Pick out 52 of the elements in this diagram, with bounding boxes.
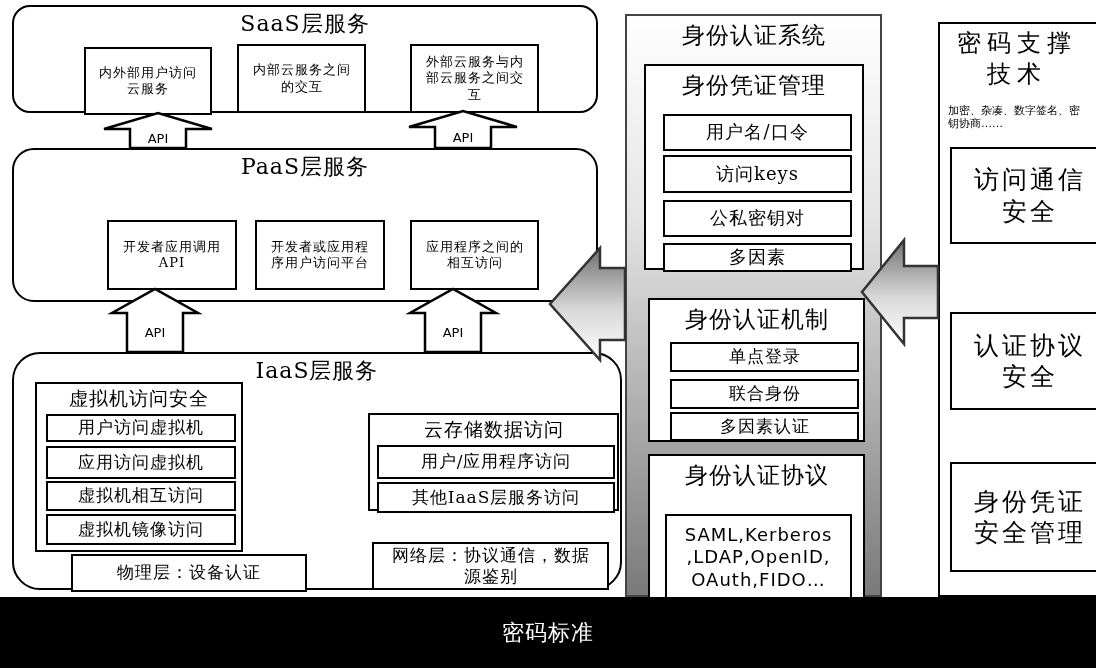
item-box: 用户/应用程序访问 xyxy=(377,445,615,479)
item-box: 多因素 xyxy=(663,243,852,272)
group-box xyxy=(644,64,864,270)
item-box: 内部云服务之间的交互 xyxy=(237,44,366,113)
section-title: 身份认证系统 xyxy=(680,21,827,50)
block-arrow xyxy=(548,244,627,364)
item-box: 用户访问虚拟机 xyxy=(46,414,236,442)
block-arrow xyxy=(407,109,519,150)
item-box: 开发者或应用程序用户访问平台 xyxy=(255,220,385,290)
item-box: 认证协议安全 xyxy=(950,312,1096,410)
group-box xyxy=(648,298,865,442)
item-box: 虚拟机相互访问 xyxy=(46,481,236,511)
item-box: 开发者应用调用API xyxy=(107,220,237,290)
block-arrow xyxy=(405,287,501,354)
item-box: 其他IaaS层服务访问 xyxy=(377,482,615,513)
layer-panel xyxy=(12,148,598,302)
section-title: 虚拟机访问安全 xyxy=(68,386,210,411)
support-panel xyxy=(938,22,1096,597)
section-title: 密码支撑技术 xyxy=(956,28,1078,91)
system-panel xyxy=(625,14,882,597)
block-arrow xyxy=(107,287,203,354)
item-box: 联合身份 xyxy=(670,379,859,409)
section-title: PaaS层服务 xyxy=(239,153,371,181)
block-arrow xyxy=(102,111,214,150)
item-box: 访问keys xyxy=(663,155,852,193)
item-box: 公私密钥对 xyxy=(663,200,852,237)
layer-panel xyxy=(12,5,598,113)
item-box: 网络层：协议通信，数据源鉴别 xyxy=(372,542,609,590)
item-box: 虚拟机镜像访问 xyxy=(46,514,236,545)
item-box: 单点登录 xyxy=(670,342,859,372)
section-title: 身份认证协议 xyxy=(683,461,830,490)
standard-band: 密码标准 xyxy=(0,597,1096,668)
item-box: 应用访问虚拟机 xyxy=(46,446,236,479)
item-box: 外部云服务与内部云服务之间交互 xyxy=(410,44,539,113)
item-box: 身份凭证安全管理 xyxy=(950,462,1096,572)
note-text: 加密、杂凑、数字签名、密钥协商…… xyxy=(948,104,1081,130)
item-box: 应用程序之间的相互访问 xyxy=(410,220,539,290)
group-box xyxy=(368,413,619,511)
item-box: 内外部用户访问云服务 xyxy=(84,47,212,115)
item-box: 用户名/口令 xyxy=(663,114,852,151)
section-title: IaaS层服务 xyxy=(254,357,380,385)
section-title: 身份认证机制 xyxy=(683,305,830,334)
group-box xyxy=(648,454,865,599)
item-box: 物理层：设备认证 xyxy=(71,554,307,592)
layer-panel xyxy=(12,352,622,590)
section-title: 身份凭证管理 xyxy=(681,71,827,100)
item-box: 多因素认证 xyxy=(670,412,859,441)
group-box xyxy=(35,382,243,552)
block-arrow xyxy=(860,236,940,348)
item-box: 访问通信安全 xyxy=(950,147,1096,244)
section-title: 云存储数据访问 xyxy=(422,417,565,442)
section-title: SaaS层服务 xyxy=(239,10,371,38)
